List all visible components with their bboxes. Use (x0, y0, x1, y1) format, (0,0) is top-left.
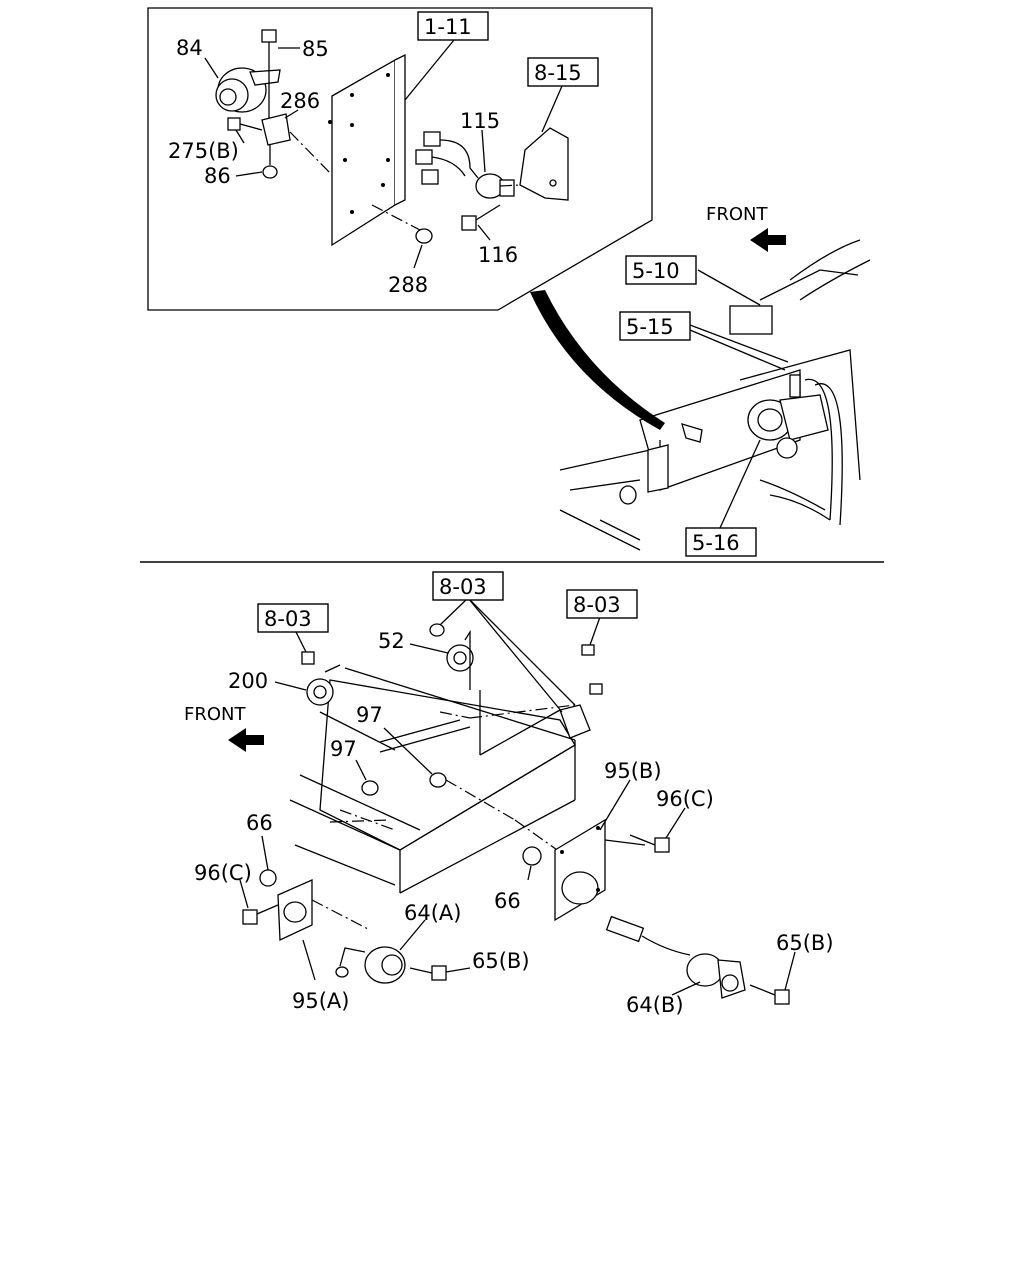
part-96c-bolt-left (242, 904, 279, 925)
part-52-mount (446, 629, 474, 690)
part-85-bolt (261, 29, 277, 118)
part-8-03-bolt-c (589, 683, 603, 695)
bracket-plate (328, 53, 406, 247)
part-number-64a: 64(A) (404, 901, 461, 925)
ref-box-5-10: 5-10 (632, 259, 680, 283)
detail-frame (147, 7, 653, 311)
ref-box-5-15: 5-15 (626, 315, 674, 339)
part-number-84: 84 (176, 36, 203, 60)
part-number-52: 52 (378, 629, 405, 653)
part-number-64b: 64(B) (626, 993, 684, 1017)
front-arrow-lower (228, 728, 264, 752)
part-number-97-b: 97 (330, 737, 357, 761)
part-97-nut-a (361, 780, 379, 796)
part-number-286: 286 (280, 89, 320, 113)
ref-box-1-11: 1-11 (424, 15, 472, 39)
part-95a-plate (277, 879, 313, 942)
ref-box-8-03-center: 8-03 (439, 575, 487, 599)
ref-box-8-03-right: 8-03 (573, 593, 621, 617)
part-275b-bolt (227, 117, 263, 131)
part-64b-sensor (605, 915, 746, 999)
front-label-upper: FRONT (706, 204, 768, 225)
part-number-288: 288 (388, 273, 428, 297)
part-66-nut-right (522, 846, 542, 866)
part-number-96c-left: 96(C) (194, 861, 252, 885)
front-arrow-upper (750, 228, 786, 252)
part-number-86: 86 (204, 164, 231, 188)
part-number-65b-left: 65(B) (472, 949, 530, 973)
part-116-bolt (461, 204, 501, 231)
part-number-66-right: 66 (494, 889, 521, 913)
part-number-116: 116 (478, 243, 518, 267)
truck-frame-assembly (559, 239, 871, 551)
part-number-95a: 95(A) (292, 989, 349, 1013)
ref-box-8-03-left: 8-03 (264, 607, 312, 631)
part-288-nut (371, 204, 433, 244)
front-label-lower: FRONT (184, 704, 246, 725)
bracket-right (559, 704, 591, 739)
part-97-nut-b (429, 772, 447, 788)
part-286-clip (261, 113, 291, 146)
part-96c-bolt-right (629, 834, 670, 853)
part-95b-plate (554, 818, 606, 922)
part-number-96c-right: 96(C) (656, 787, 714, 811)
part-84-mount (215, 67, 281, 113)
part-number-66-left: 66 (246, 811, 273, 835)
ref-box-5-16: 5-16 (692, 531, 740, 555)
part-86-nut (262, 145, 278, 179)
part-number-275b: 275(B) (168, 139, 239, 163)
part-number-200: 200 (228, 669, 268, 693)
part-8-15-bracket (519, 127, 569, 201)
part-8-03-bolt-b (581, 644, 595, 656)
part-number-97-a: 97 (356, 703, 383, 727)
part-65b-bolt-right (749, 984, 790, 1005)
part-64a-sensor (335, 946, 406, 984)
detail-pointer-arrow (530, 290, 665, 430)
part-8-03-nut-a (429, 623, 445, 637)
part-200-mount (301, 651, 341, 706)
part-number-115: 115 (460, 109, 500, 133)
part-number-95b: 95(B) (604, 759, 662, 783)
part-number-65b-right: 65(B) (776, 931, 834, 955)
ref-box-8-15: 8-15 (534, 61, 582, 85)
part-115-sensor (415, 131, 515, 199)
part-65b-bolt-left (409, 965, 447, 981)
part-number-85: 85 (302, 37, 329, 61)
part-66-nut-left (259, 869, 277, 887)
